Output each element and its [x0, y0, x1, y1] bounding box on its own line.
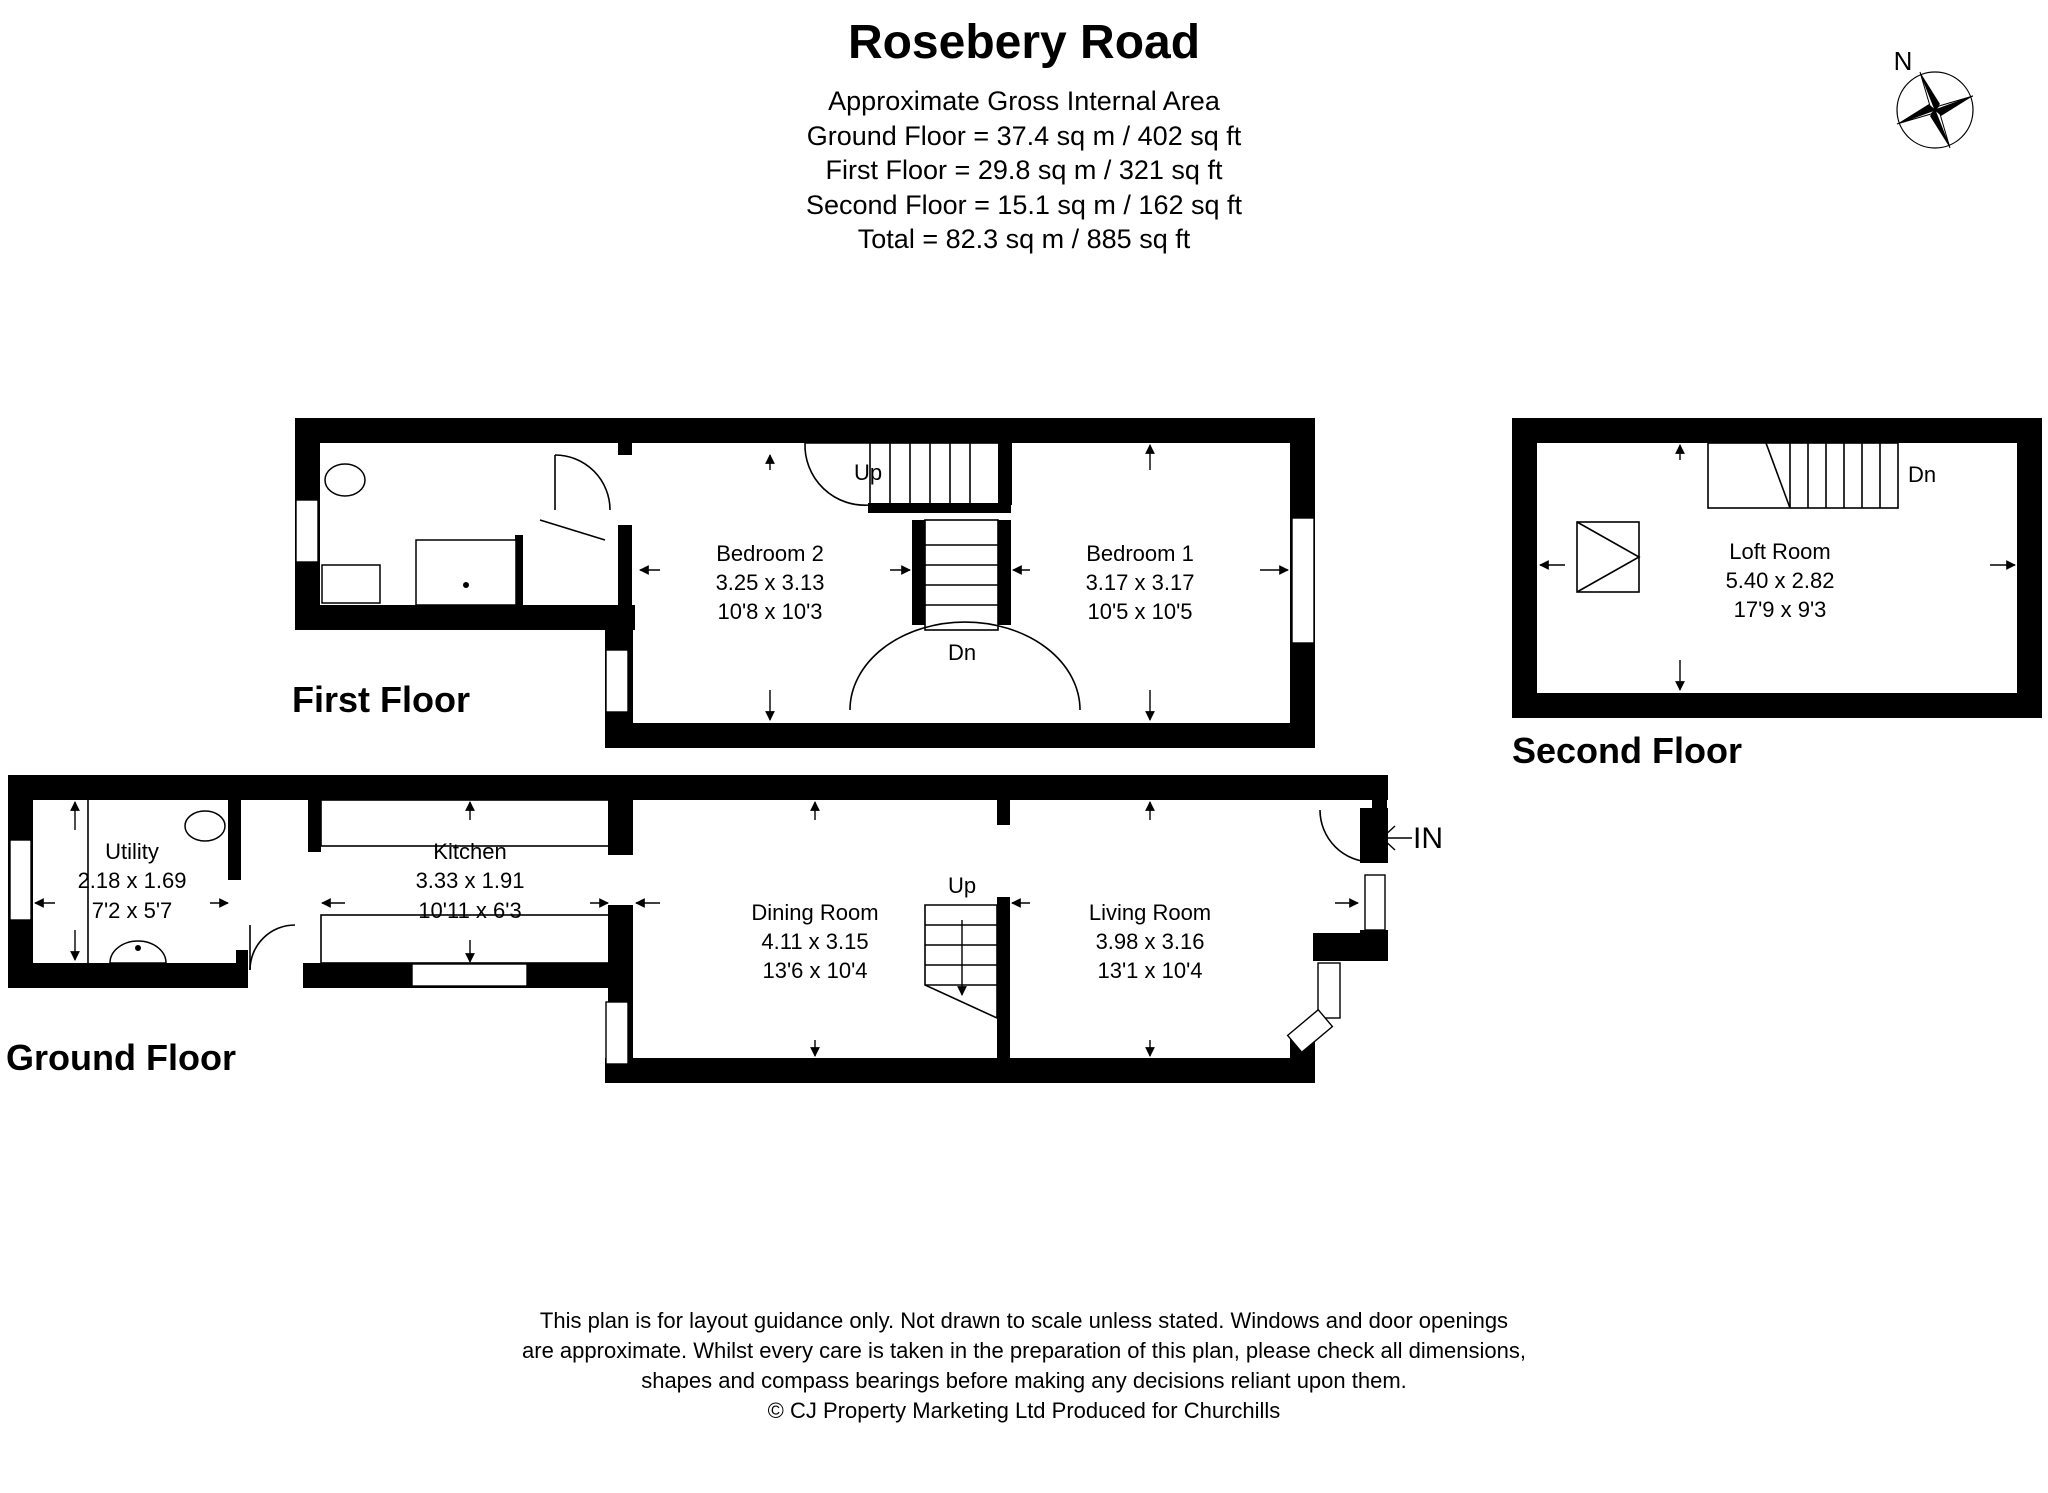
- staircase-up-first: [804, 442, 1001, 506]
- area-ground-floor: Ground Floor = 37.4 sq m / 402 sq ft: [807, 121, 1242, 151]
- room-living-name: Living Room: [1089, 900, 1211, 925]
- entrance-arrow-icon: [1380, 825, 1412, 851]
- floor-label-second: Second Floor: [1512, 730, 1742, 771]
- room-dining-name: Dining Room: [751, 900, 878, 925]
- window: [605, 649, 629, 713]
- second-floor-plan: Dn Loft Room 5.40 x 2.82 17'9 x 9'3 Seco…: [1512, 418, 2042, 771]
- area-total: Total = 82.3 sq m / 885 sq ft: [858, 224, 1191, 254]
- window: [9, 839, 32, 921]
- room-bedroom-2-metric: 3.25 x 3.13: [716, 570, 825, 595]
- stairs-dn-label-loft: Dn: [1908, 462, 1936, 487]
- toilet-icon: [324, 463, 366, 497]
- room-kitchen-name: Kitchen: [433, 839, 506, 864]
- room-loft-metric: 5.40 x 2.82: [1726, 568, 1835, 593]
- room-living-metric: 3.98 x 3.16: [1096, 929, 1205, 954]
- room-bedroom-1-imperial: 10'5 x 10'5: [1087, 599, 1192, 624]
- window: [1291, 517, 1315, 644]
- ground-floor-plan: IN Up Utility 2.18 x 1.69 7'2 x 5'7 Ki: [6, 775, 1443, 1083]
- room-dining-metric: 4.11 x 3.15: [761, 929, 868, 954]
- room-utility-metric: 2.18 x 1.69: [78, 868, 187, 893]
- room-loft-imperial: 17'9 x 9'3: [1734, 597, 1827, 622]
- compass-rose-icon: N: [1894, 46, 1974, 149]
- window: [1317, 962, 1341, 1019]
- window: [411, 963, 528, 987]
- entrance-label: IN: [1413, 822, 1443, 855]
- room-utility-name: Utility: [105, 839, 159, 864]
- room-living-imperial: 13'1 x 10'4: [1097, 958, 1202, 983]
- room-bedroom-2-imperial: 10'8 x 10'3: [717, 599, 822, 624]
- disclaimer-line-4: © CJ Property Marketing Ltd Produced for…: [768, 1398, 1281, 1423]
- area-first-floor: First Floor = 29.8 sq m / 321 sq ft: [826, 155, 1223, 185]
- disclaimer-line-2: are approximate. Whilst every care is ta…: [522, 1338, 1526, 1363]
- room-utility-imperial: 7'2 x 5'7: [92, 898, 173, 923]
- first-floor-plan: Up Dn Bedroom 2 3.25 x 3.13 10'8 x 10'3 …: [292, 418, 1315, 748]
- plan-title: Rosebery Road: [848, 16, 1200, 69]
- disclaimer-line-3: shapes and compass bearings before makin…: [641, 1368, 1407, 1393]
- staircase-down-loft: [1707, 442, 1899, 509]
- staircase-down-first: [849, 519, 1081, 711]
- area-heading: Approximate Gross Internal Area: [828, 86, 1221, 116]
- room-loft-name: Loft Room: [1729, 539, 1831, 564]
- room-bedroom-1-metric: 3.17 x 3.17: [1086, 570, 1195, 595]
- disclaimer-line-1: This plan is for layout guidance only. N…: [540, 1308, 1508, 1333]
- compass-north-label: N: [1894, 46, 1913, 76]
- area-second-floor: Second Floor = 15.1 sq m / 162 sq ft: [806, 190, 1242, 220]
- shower-tray-icon: [415, 539, 517, 606]
- sink-icon: [109, 940, 167, 964]
- staircase-up-ground: [924, 904, 998, 1020]
- room-bedroom-1-name: Bedroom 1: [1086, 541, 1194, 566]
- window: [605, 1001, 629, 1065]
- basin-icon: [321, 564, 381, 604]
- stairs-up-label-ground: Up: [948, 873, 976, 898]
- room-dining-imperial: 13'6 x 10'4: [762, 958, 867, 983]
- skylight-icon: [1576, 521, 1641, 593]
- stairs-dn-label-first: Dn: [948, 640, 976, 665]
- window: [1286, 1008, 1334, 1054]
- floor-label-ground: Ground Floor: [6, 1037, 236, 1078]
- toilet-icon: [184, 810, 226, 842]
- room-bedroom-2-name: Bedroom 2: [716, 541, 824, 566]
- stairs-up-label-first: Up: [854, 460, 882, 485]
- room-kitchen-metric: 3.33 x 1.91: [416, 868, 525, 893]
- window: [1364, 874, 1386, 931]
- window: [295, 499, 319, 563]
- room-kitchen-imperial: 10'11 x 6'3: [418, 898, 521, 923]
- floor-label-first: First Floor: [292, 679, 470, 720]
